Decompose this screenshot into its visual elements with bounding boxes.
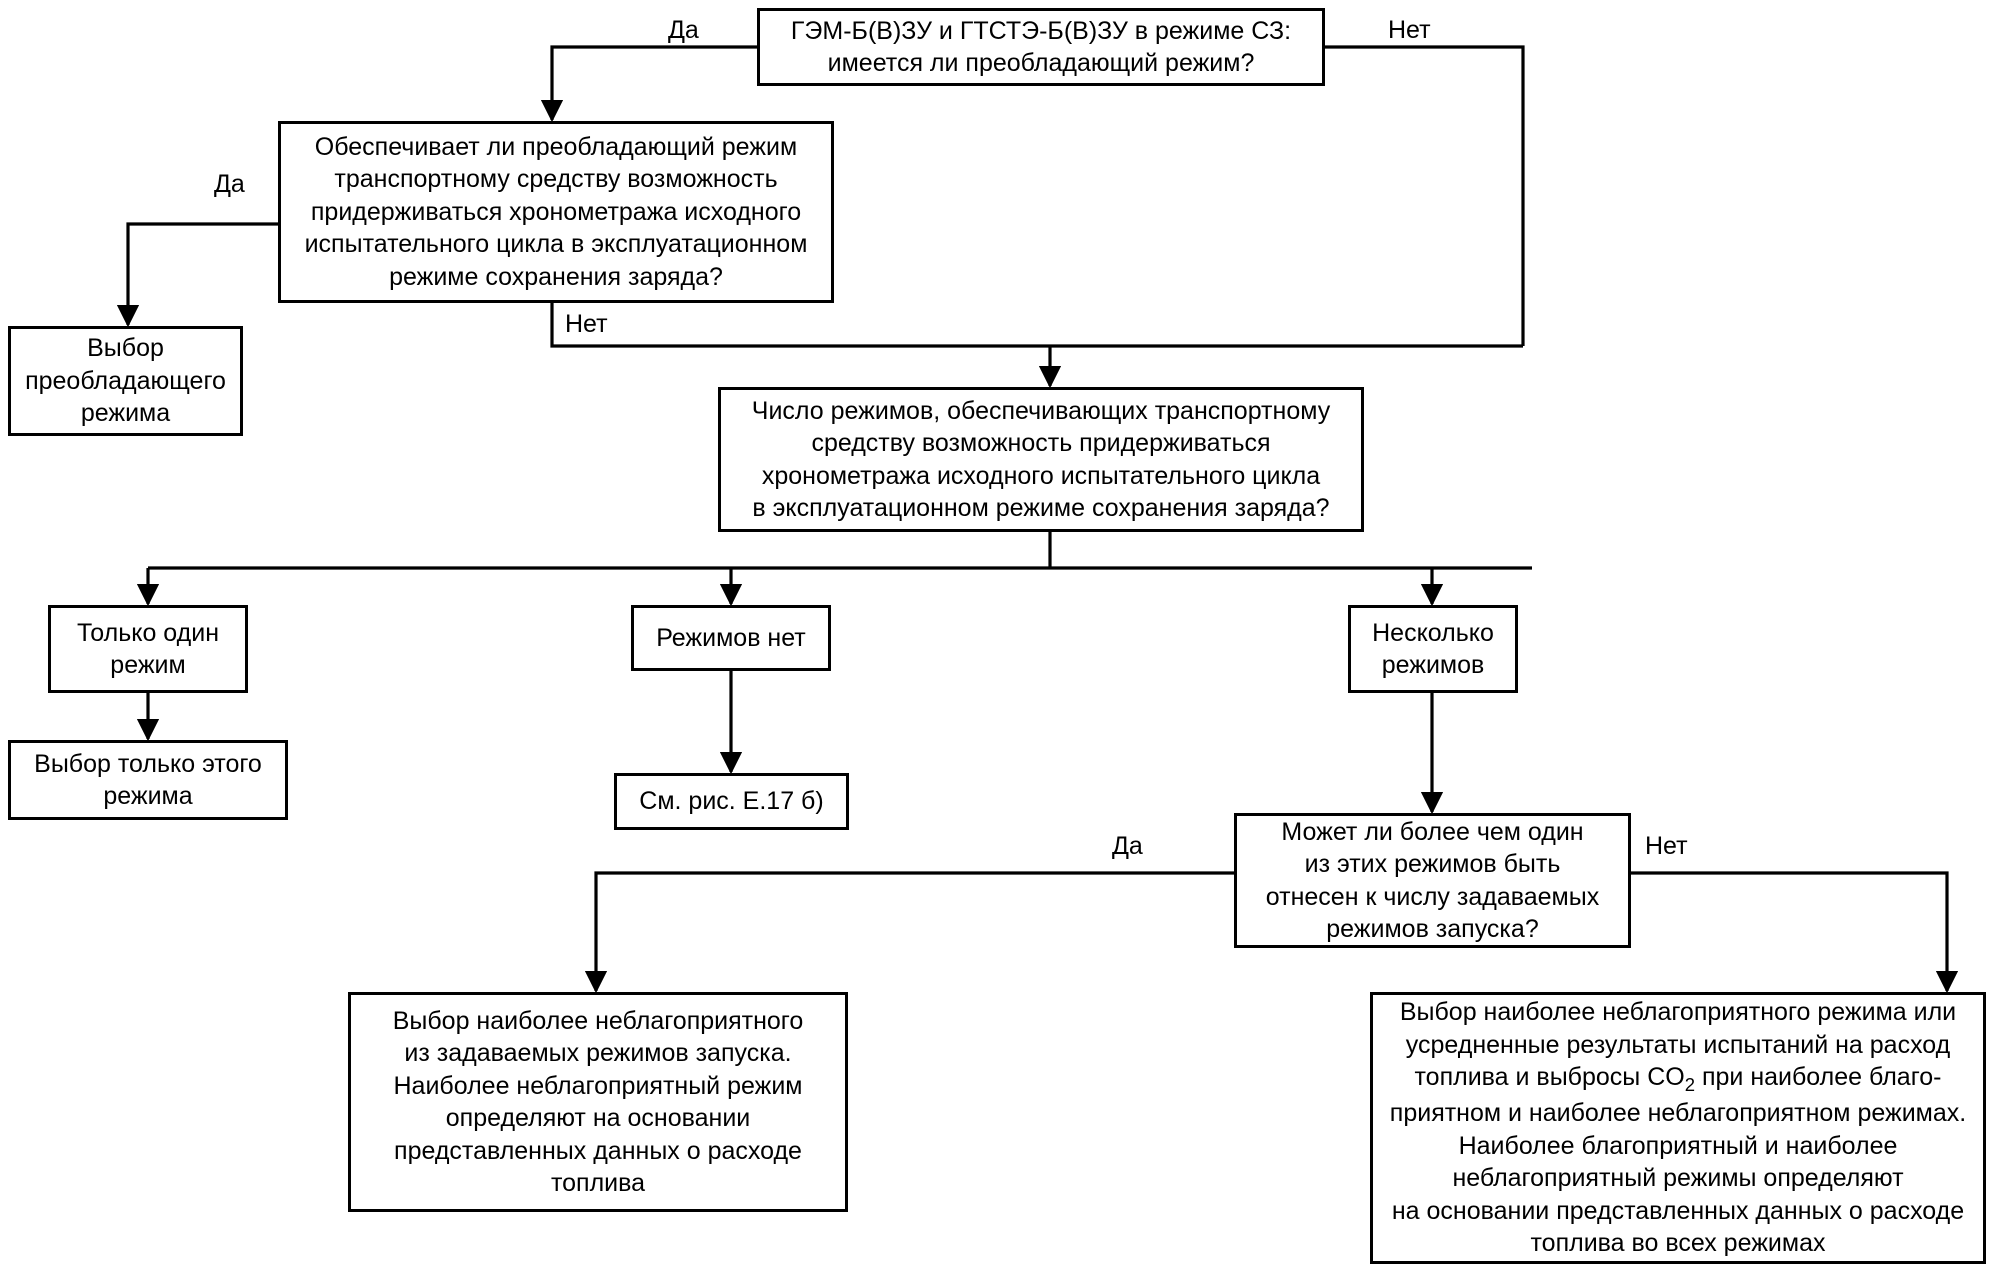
node-select-prevailing-mode-text: Выбор преобладающего режима [25, 334, 226, 428]
edge-label-top-no: Нет [1388, 16, 1431, 44]
edge-label-prevailing-no: Нет [565, 310, 608, 338]
node-select-worst-or-average: Выбор наиболее неблагоприятного режима и… [1370, 992, 1986, 1264]
node-select-worst-startup-text: Выбор наиболее неблагоприятного из задав… [392, 1006, 804, 1198]
node-q-more-than-one-startup: Может ли более чем один из этих режимов … [1234, 813, 1631, 948]
node-several-modes-text: Несколько режимов [1372, 618, 1494, 680]
node-no-modes: Режимов нет [631, 605, 831, 671]
edge-top-no [1325, 45, 1525, 346]
node-several-modes: Несколько режимов [1348, 605, 1518, 693]
edge-startup-no [1631, 871, 1959, 994]
node-q-prevailing-allows-cycle: Обеспечивает ли преобладающий режим тран… [278, 121, 834, 303]
edge-label-startup-no: Нет [1645, 832, 1688, 860]
edge-label-startup-yes: Да [1112, 832, 1143, 860]
node-only-one-mode: Только один режим [48, 605, 248, 693]
node-no-modes-text: Режимов нет [656, 623, 806, 652]
edge-label-top-yes: Да [668, 16, 699, 44]
node-q-more-than-one-startup-text: Может ли более чем один из этих режимов … [1265, 817, 1600, 944]
node-see-figure-text: См. рис. Е.17 б) [639, 787, 824, 816]
node-q-prevailing-mode: ГЭМ-Б(В)ЗУ и ГТСТЭ-Б(В)ЗУ в режиме СЗ: и… [757, 8, 1325, 86]
node-q-number-of-modes-text: Число режимов, обеспечивающих транспортн… [751, 396, 1331, 523]
node-q-prevailing-allows-cycle-text: Обеспечивает ли преобладающий режим тран… [304, 132, 808, 291]
co2-subscript: 2 [1684, 1074, 1696, 1096]
node-q-number-of-modes: Число режимов, обеспечивающих транспортн… [718, 387, 1364, 532]
edge-prevailing-yes [116, 222, 278, 328]
node-select-prevailing-mode: Выбор преобладающего режима [8, 326, 243, 436]
node-select-worst-or-average-text: Выбор наиболее неблагоприятного режима и… [1383, 996, 1973, 1260]
node-select-worst-startup: Выбор наиболее неблагоприятного из задав… [348, 992, 848, 1212]
node-select-only-this-mode-text: Выбор только этого режима [34, 749, 262, 811]
node-select-worst-or-average-part1: Выбор наиболее неблагоприятного режима и… [1399, 998, 1957, 1092]
edge-top-yes [540, 45, 757, 123]
node-only-one-mode-text: Только один режим [76, 618, 220, 680]
node-q-prevailing-mode-text: ГЭМ-Б(В)ЗУ и ГТСТЭ-Б(В)ЗУ в режиме СЗ: и… [790, 16, 1292, 78]
node-see-figure: См. рис. Е.17 б) [614, 773, 849, 830]
edge-startup-yes [584, 871, 1234, 994]
edge-label-prevailing-yes: Да [214, 170, 245, 198]
edge-prevailing-no [550, 303, 1523, 348]
node-select-worst-or-average-part2: при наиболее благо- приятном и наиболее … [1389, 1063, 1967, 1258]
node-select-only-this-mode: Выбор только этого режима [8, 740, 288, 820]
